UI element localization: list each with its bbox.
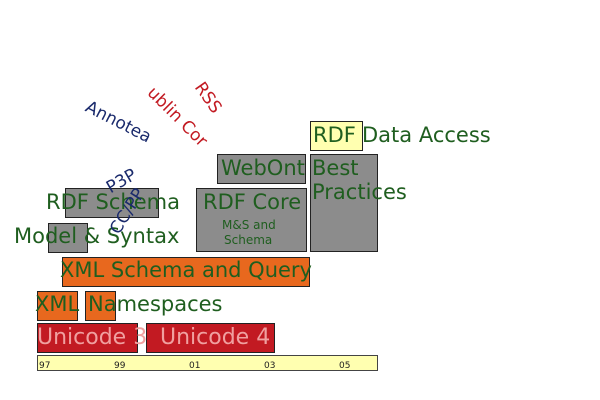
namespaces-box [85,291,116,321]
xml-schema-query-box [62,257,310,287]
model-syntax-label: Model & Syntax [14,224,180,248]
model-syntax-box [48,223,88,253]
webont-label: WebOnt [221,156,305,180]
tick-05: 05 [339,361,351,371]
best-practices-box [310,154,378,252]
tick-97: 97 [39,361,51,371]
unicode3-label: Unicode 3 [37,325,148,350]
tick-99: 99 [114,361,126,371]
best-practices-label-2: Practices [312,180,407,204]
tick-01: 01 [189,361,201,371]
rdf-core-label: RDF Core [203,190,302,214]
rdf-core-sub-1: M&S and [222,218,276,232]
xml-label: XML [35,292,80,316]
unicode4-box [146,323,275,353]
rdf-schema-box [65,188,159,218]
annotea-label: Annotea [82,97,155,148]
webont-box [217,154,306,184]
tick-03: 03 [264,361,276,371]
xml-box [37,291,78,321]
xml-schema-query-label: XML Schema and Query [60,258,312,282]
unicode3-box [37,323,138,353]
timeline-bar [37,355,378,371]
rdf-data-access-label: Data Access [362,123,491,147]
rss-label: RSS [190,78,226,118]
unicode4-label: Unicode 4 [160,325,271,350]
rdf-schema-label: RDF Schema [46,190,180,214]
rdf-core-sub-2: Schema [224,233,273,247]
best-practices-label-1: Best [312,156,359,180]
rdf-data-access-box [310,121,363,151]
rdf-data-access-rdf-label: RDF [313,123,356,147]
namespaces-label: Namespaces [88,292,223,316]
rdf-core-box [196,188,307,252]
